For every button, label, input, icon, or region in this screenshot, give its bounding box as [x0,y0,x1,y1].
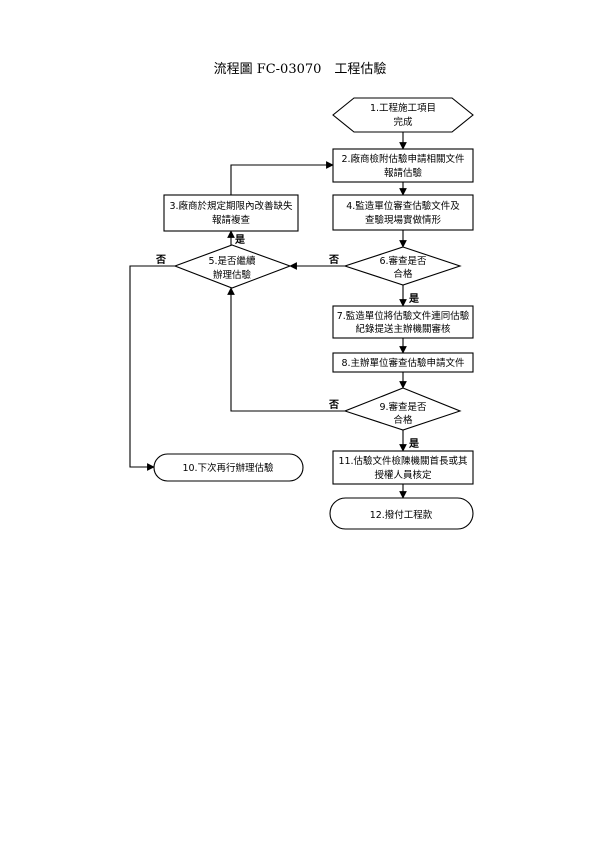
node-11-box [332,450,474,485]
node-5-decision [173,244,292,289]
node-2-label-line1: 2.廠商檢附估驗申請相關文件 [341,153,465,165]
node-5-label-line2: 辦理估驗 [213,269,252,281]
node-3-label-line1: 3.廠商於規定期限內改善缺失 [169,200,293,212]
node-9-label-line1: 9.審查是否 [379,401,427,413]
node-1-label-line1: 1.工程施工項目 [370,102,436,114]
node-1-start [332,97,474,133]
edge-3-2 [230,161,334,195]
node-4-box [332,194,474,231]
edge-label-6-no: 否 [328,254,339,266]
node-3-box [163,194,299,232]
page-title: 流程圖 FC-03070 工程估驗 [213,62,387,77]
node-10-terminal [153,453,304,482]
edge-label-9-no: 否 [328,399,339,411]
node-4-label-line2: 查驗現場實做情形 [365,214,442,226]
node-10-label: 10.下次再行辦理估驗 [182,462,274,474]
node-11-label-line1: 11.估驗文件檢陳機關首長或其 [338,455,468,467]
node-12-label: 12.撥付工程款 [370,509,433,521]
node-8-box [332,352,474,373]
node-9-decision [343,387,462,431]
node-7-box [332,305,474,339]
node-6-decision [343,246,462,286]
node-7-label-line1: 7.監造單位將估驗文件連同估驗 [337,310,470,322]
node-4-label-line1: 4.監造單位審查估驗文件及 [346,200,460,212]
node-5-label-line1: 5.是否繼續 [208,255,256,267]
node-3-label-line2: 報請複查 [212,214,251,226]
edge-5-10-no [129,265,175,471]
edge-9-5-no [227,287,345,412]
node-12-terminal [329,497,474,530]
node-8-label: 8.主辦單位審查估驗申請文件 [341,357,465,369]
node-2-box [332,148,474,183]
node-11-label-line2: 授權人員核定 [374,469,432,481]
edge-label-5-yes: 是 [234,234,245,246]
node-2-label-line2: 報請估驗 [384,167,423,179]
edge-label-6-yes: 是 [408,293,419,305]
node-7-label-line2: 紀錄提送主辦機關審核 [355,323,451,335]
node-6-label-line1: 6.審查是否 [379,255,427,267]
node-1-label-line2: 完成 [393,116,413,128]
node-6-label-line2: 合格 [393,268,413,280]
edge-label-5-no: 否 [155,254,166,266]
edge-label-9-yes: 是 [408,438,419,450]
node-9-label-line2: 合格 [393,414,413,426]
